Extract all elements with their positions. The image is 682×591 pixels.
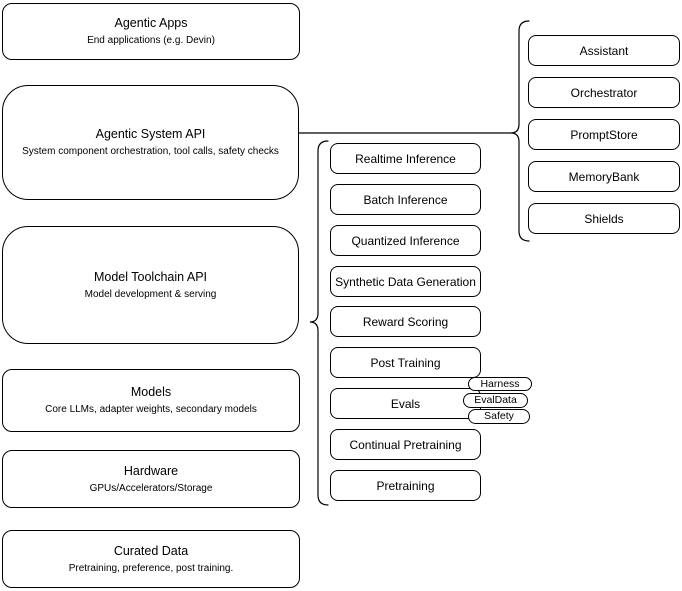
node-hardware: Hardware GPUs/Accelerators/Storage	[2, 450, 300, 508]
toolchain-brace	[309, 140, 329, 506]
node-curated-data: Curated Data Pretraining, preference, po…	[2, 530, 300, 588]
node-subtitle: Pretraining, preference, post training.	[68, 562, 234, 574]
node-agentic-system-api: Agentic System API System component orch…	[2, 85, 299, 200]
node-models: Models Core LLMs, adapter weights, secon…	[2, 369, 300, 432]
node-title: Model Toolchain API	[93, 269, 208, 284]
node-title: Hardware	[123, 463, 179, 478]
node-realtime-inference: Realtime Inference	[330, 143, 481, 174]
node-batch-inference: Batch Inference	[330, 184, 481, 215]
node-title: Curated Data	[113, 543, 189, 558]
tag-harness: Harness	[468, 377, 532, 391]
node-pretraining: Pretraining	[330, 470, 481, 501]
node-subtitle: Core LLMs, adapter weights, secondary mo…	[45, 404, 257, 415]
node-shields: Shields	[528, 203, 680, 234]
node-assistant: Assistant	[528, 35, 680, 66]
node-evals: Evals	[330, 388, 481, 419]
node-orchestrator: Orchestrator	[528, 77, 680, 108]
node-model-toolchain-api: Model Toolchain API Model development & …	[2, 226, 299, 344]
node-agentic-apps: Agentic Apps End applications (e.g. Devi…	[2, 3, 300, 60]
tag-evaldata: EvalData	[463, 393, 528, 408]
node-post-training: Post Training	[330, 347, 481, 378]
node-continual-pretraining: Continual Pretraining	[330, 429, 481, 460]
node-subtitle: Model development & serving	[84, 288, 217, 300]
node-title: Models	[130, 385, 172, 399]
node-subtitle: System component orchestration, tool cal…	[22, 146, 279, 157]
node-memorybank: MemoryBank	[528, 161, 680, 192]
node-subtitle: GPUs/Accelerators/Storage	[89, 482, 213, 494]
node-subtitle: End applications (e.g. Devin)	[87, 35, 215, 46]
node-title: Agentic System API	[95, 127, 206, 141]
node-quantized-inference: Quantized Inference	[330, 225, 481, 256]
node-synthetic-data-generation: Synthetic Data Generation	[330, 266, 481, 297]
node-promptstore: PromptStore	[528, 119, 680, 150]
node-title: Agentic Apps	[114, 16, 188, 30]
system-components-brace	[510, 20, 530, 242]
tag-safety: Safety	[468, 409, 530, 424]
node-reward-scoring: Reward Scoring	[330, 306, 481, 337]
